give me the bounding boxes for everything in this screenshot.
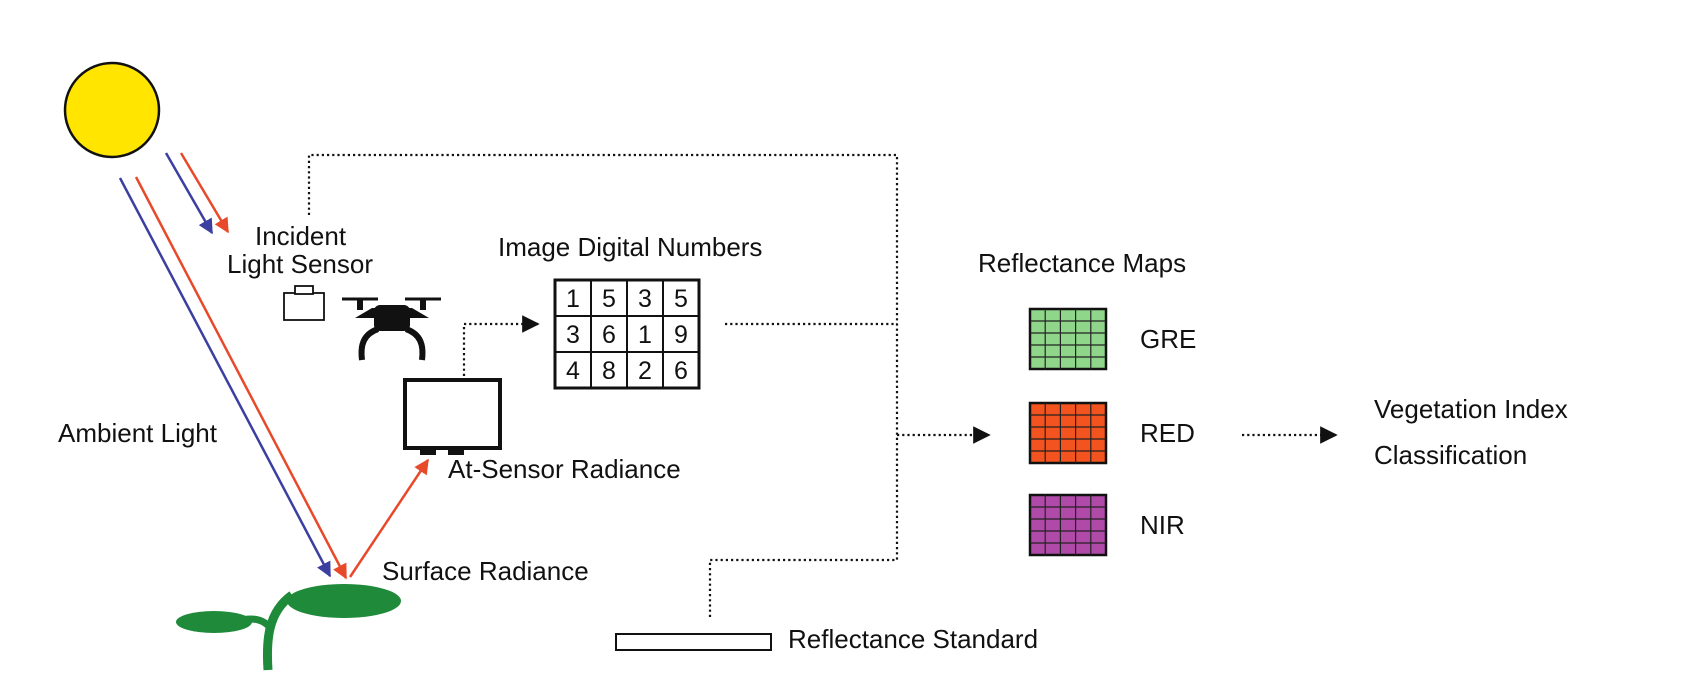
ambient-light-label: Ambient Light	[58, 418, 218, 448]
plant-icon	[176, 584, 401, 671]
incident-blue-ray	[164, 152, 214, 235]
dn-cell: 1	[566, 285, 580, 313]
dn-cell: 3	[566, 321, 580, 349]
reflectance-standard-label: Reflectance Standard	[788, 624, 1038, 654]
classification-label: Classification	[1374, 440, 1527, 470]
vegetation-index-label: Vegetation Index	[1374, 394, 1568, 424]
dn-cell: 4	[566, 357, 580, 385]
sun-icon	[63, 61, 161, 159]
incident-label-line1: Incident	[255, 221, 347, 251]
surface-radiance-ray	[348, 458, 430, 578]
dotted-connectors	[307, 153, 1338, 620]
dn-cell: 9	[674, 321, 688, 349]
band-red-map	[1028, 401, 1108, 465]
dn-cell: 5	[674, 285, 688, 313]
incident-light-sensor-icon	[283, 285, 325, 321]
drone-icon	[342, 297, 441, 361]
dn-cell: 3	[638, 285, 652, 313]
ambient-blue-ray	[118, 177, 332, 578]
band-gre-map	[1028, 307, 1108, 371]
ambient-red-ray	[134, 176, 348, 580]
dn-cell: 6	[674, 357, 688, 385]
reflectance-maps-label: Reflectance Maps	[978, 248, 1186, 278]
band-nir-map	[1028, 493, 1108, 557]
image-digital-numbers-label: Image Digital Numbers	[498, 232, 762, 262]
dn-cell: 5	[602, 285, 616, 313]
dn-cell: 6	[602, 321, 616, 349]
band-label: GRE	[1140, 324, 1196, 354]
reflectance-maps: GRE RED NIR	[1028, 307, 1196, 557]
dn-cell: 8	[602, 357, 616, 385]
reflectance-standard-panel	[615, 633, 772, 651]
dn-cell: 1	[638, 321, 652, 349]
band-label: NIR	[1140, 510, 1185, 540]
incident-red-ray	[179, 152, 230, 234]
camera-sensor-icon	[403, 378, 502, 455]
incident-label-line2: Light Sensor	[227, 249, 373, 279]
band-label: RED	[1140, 418, 1195, 448]
surface-radiance-label: Surface Radiance	[382, 556, 589, 586]
at-sensor-radiance-label: At-Sensor Radiance	[448, 454, 681, 484]
dn-cell: 2	[638, 357, 652, 385]
